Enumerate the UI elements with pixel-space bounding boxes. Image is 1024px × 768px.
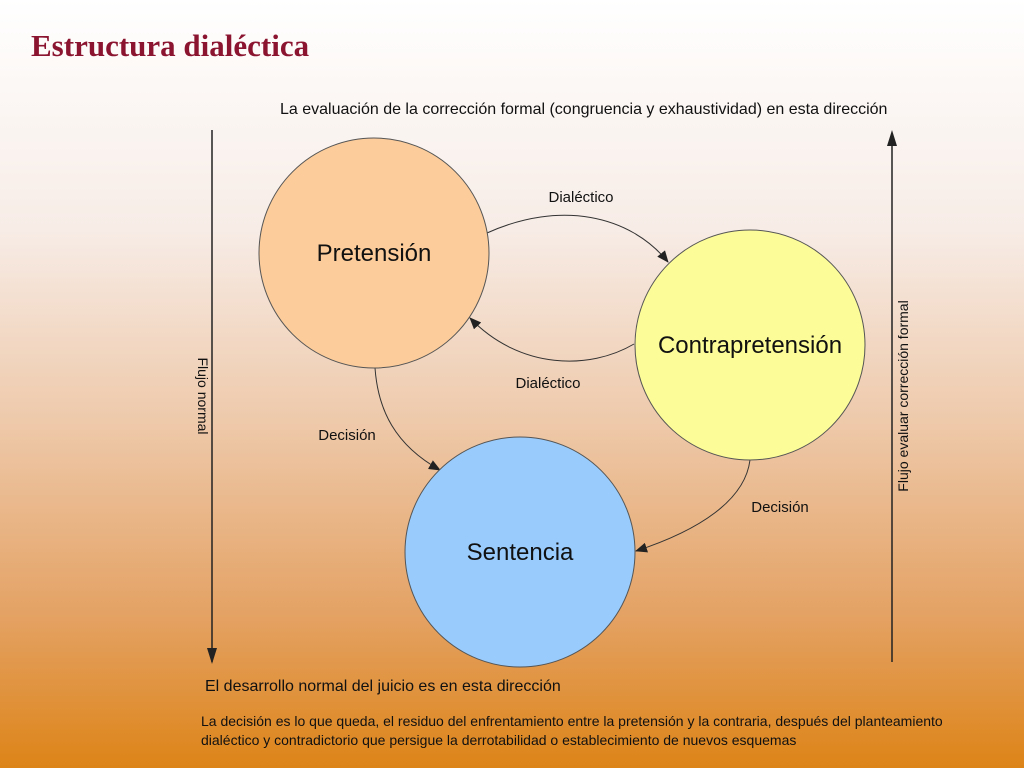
left-axis-label: Flujo normal xyxy=(195,357,211,435)
normal-flow-arrowhead xyxy=(207,648,217,664)
bottom-direction-note: El desarrollo normal del juicio es en es… xyxy=(205,678,561,695)
contrapretension-label: Contrapretensión xyxy=(658,332,842,359)
edge-pretension-to-contrapretension xyxy=(486,214,669,263)
pretension-label: Pretensión xyxy=(317,240,432,267)
pretension-circle xyxy=(258,137,490,369)
edge-label-dialectico-bottom: Dialéctico xyxy=(515,375,580,392)
node-contrapretension: Contrapretensión xyxy=(634,229,866,461)
contrapretension-circle xyxy=(634,229,866,461)
node-pretension: Pretensión xyxy=(258,137,490,369)
formal-check-arrowhead xyxy=(887,130,897,146)
edge-label-decision-right: Decisión xyxy=(751,499,809,516)
edge-label-dialectico-top: Dialéctico xyxy=(548,189,613,206)
node-sentencia: Sentencia xyxy=(404,436,636,668)
page-title: Estructura dialéctica xyxy=(31,28,310,63)
edge-contrapretension-to-sentencia xyxy=(635,459,751,553)
edge-contrapretension-to-pretension xyxy=(469,317,635,362)
right-axis-label: Flujo evaluar corrección formal xyxy=(895,300,911,492)
top-direction-note: La evaluación de la corrección formal (c… xyxy=(280,101,888,118)
footer-explanation: La decisión es lo que queda, el residuo … xyxy=(201,713,943,748)
edge-label-decision-left: Decisión xyxy=(318,427,376,444)
sentencia-circle xyxy=(404,436,636,668)
sentencia-label: Sentencia xyxy=(467,539,574,566)
edge-pretension-to-sentencia xyxy=(374,367,441,471)
